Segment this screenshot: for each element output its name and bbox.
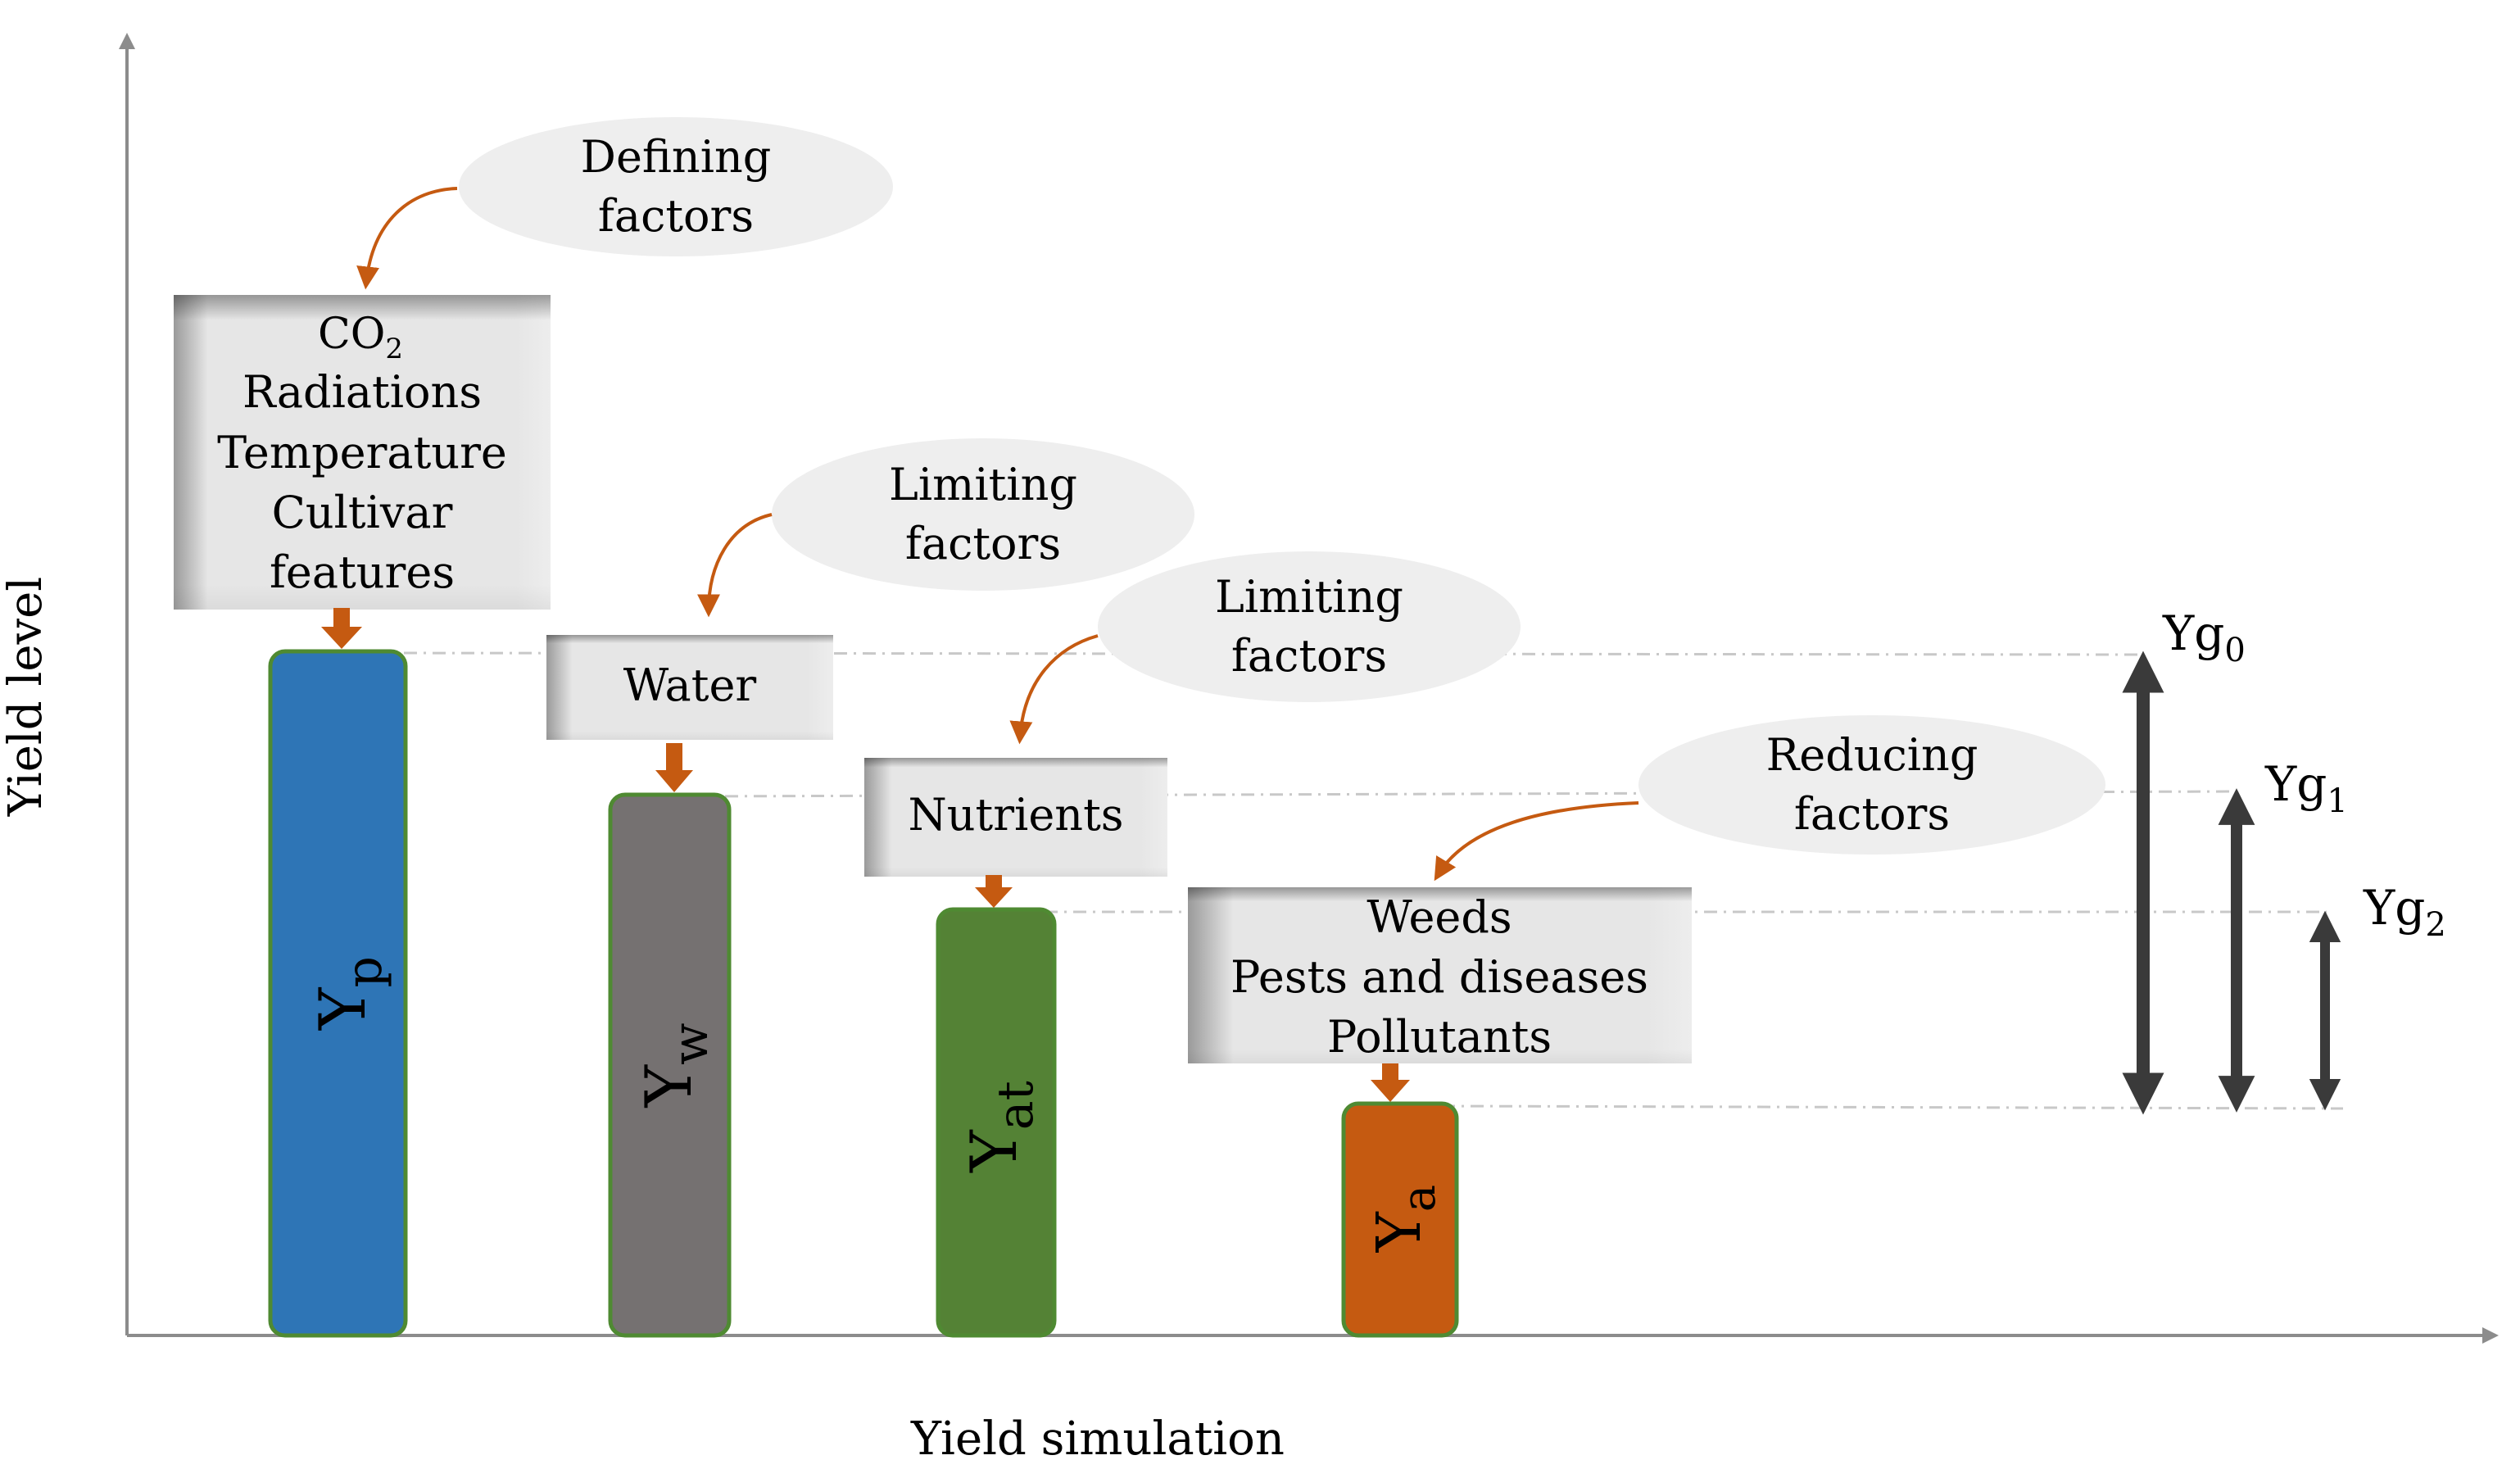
callouts: Defining factors Limiting factors Limiti… <box>459 117 2105 855</box>
callout-reducing-line-1: Reducing <box>1766 729 1978 781</box>
bar-yp-label: Yp <box>306 956 393 1031</box>
box-reducing-shade <box>1188 887 1692 1063</box>
callout-limiting-water: Limiting factors <box>772 438 1194 591</box>
callout-defining-line-2: factors <box>598 190 754 242</box>
box-nutrients-label: Nutrients <box>909 789 1124 841</box>
box-reducing-line-2: Pests and diseases <box>1231 951 1648 1003</box>
box-reducing-line-3: Pollutants <box>1327 1011 1552 1063</box>
callout-limiting-water-line-1: Limiting <box>889 459 1077 510</box>
callout-limiting-water-line-2: factors <box>905 518 1061 569</box>
callout-limiting-water-bg <box>772 438 1194 591</box>
box-water: Water <box>546 635 833 740</box>
factor-boxes: CO2 Radiations Temperature Cultivar feat… <box>174 295 1692 1063</box>
arrow-defining-callout <box>356 187 458 290</box>
yg2-label: Yg2 <box>2363 880 2446 944</box>
box-reducing-factors: Weeds Pests and diseases Pollutants <box>1188 887 1692 1063</box>
bar-yat-rect <box>936 907 1057 1338</box>
arrow-nutrients-to-yat <box>975 875 1013 908</box>
ya-reference-line <box>1441 1104 2344 1110</box>
yg1-label: Yg1 <box>2264 756 2348 820</box>
yield-gap-arrows: Yg0 Yg1 Yg2 <box>2122 605 2446 1115</box>
box-defining-line-1: Radiations <box>242 366 482 418</box>
box-to-bar-arrows <box>321 608 1410 1102</box>
arrow-defining-to-yp <box>321 608 362 649</box>
callout-reducing-line-2: factors <box>1794 788 1950 840</box>
callout-reducing-bg <box>1638 715 2105 855</box>
callout-limiting-nutrients-line-1: Limiting <box>1215 571 1403 623</box>
yg0-label: Yg0 <box>2162 605 2246 669</box>
box-nutrients: Nutrients <box>864 758 1167 877</box>
arrow-water-to-yw <box>655 743 693 792</box>
bar-ya-label: Ya <box>1364 1185 1446 1253</box>
bar-yat-label: Yat <box>958 1081 1045 1172</box>
callout-arrows <box>356 187 1639 882</box>
bar-yw-label: Yw <box>632 1023 719 1108</box>
bar-yat: Yat <box>936 907 1057 1338</box>
box-defining-co2: CO2 <box>318 310 403 365</box>
bar-yw: Yw <box>608 792 732 1338</box>
callout-defining-line-1: Defining <box>581 131 772 183</box>
bar-ya: Ya <box>1341 1101 1459 1338</box>
box-reducing-line-1: Weeds <box>1367 891 1512 943</box>
bar-ya-sub: a <box>1393 1185 1446 1212</box>
box-nutrients-shade <box>864 758 1167 877</box>
arrow-reducing-to-ya <box>1371 1063 1410 1102</box>
box-water-label: Water <box>623 660 757 711</box>
callout-limiting-nutrients-line-2: factors <box>1231 630 1387 682</box>
callout-reducing-factors: Reducing factors <box>1638 715 2105 855</box>
arrow-limiting-nutrients-callout <box>1009 634 1099 745</box>
box-defining-line-3: Cultivar <box>272 487 453 538</box>
axes: Yield level Yield simulation <box>0 33 2499 1466</box>
callout-limiting-nutrients: Limiting factors <box>1098 551 1521 702</box>
box-defining-factors: CO2 Radiations Temperature Cultivar feat… <box>174 295 551 610</box>
bar-yw-sub: w <box>662 1023 719 1065</box>
callout-defining-bg <box>459 117 893 256</box>
yield-bars: Yp Yw Yat Ya <box>268 649 1459 1338</box>
bar-ya-rect <box>1341 1101 1459 1338</box>
bar-yp: Yp <box>268 649 408 1338</box>
bar-yw-main: Y <box>632 1063 706 1108</box>
callout-limiting-nutrients-bg <box>1098 551 1521 702</box>
bar-yp-rect <box>268 649 408 1338</box>
arrow-limiting-water-callout <box>697 513 773 618</box>
bar-yat-main: Y <box>958 1129 1031 1173</box>
bar-yp-sub: p <box>336 956 393 987</box>
box-water-shade <box>546 635 833 740</box>
y-axis-label: Yield level <box>0 577 52 817</box>
arrow-reducing-callout <box>1434 801 1639 882</box>
box-defining-shade <box>174 295 551 610</box>
bar-yat-sub: at <box>987 1081 1045 1130</box>
bar-yp-main: Y <box>306 986 380 1031</box>
bar-ya-main: Y <box>1364 1211 1434 1253</box>
box-defining-line-4: features <box>270 546 455 598</box>
box-defining-line-2: Temperature <box>217 427 507 478</box>
x-axis-label: Yield simulation <box>910 1412 1285 1466</box>
bar-yw-rect <box>608 792 732 1338</box>
callout-defining-factors: Defining factors <box>459 117 893 256</box>
